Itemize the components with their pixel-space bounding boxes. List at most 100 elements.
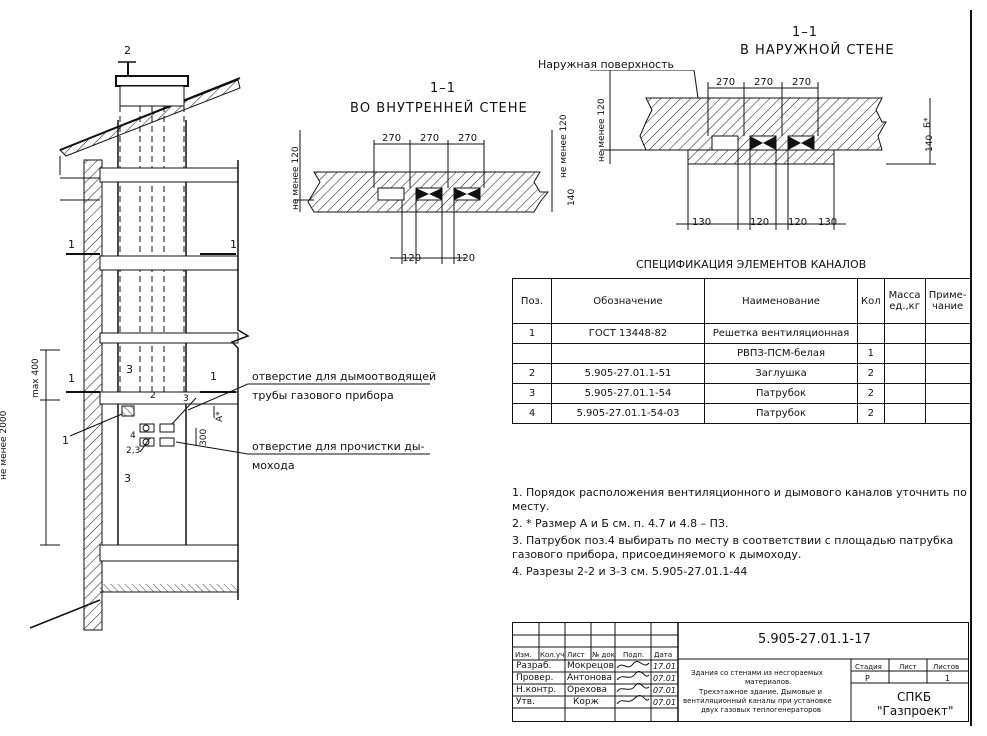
outer-wall [83, 159, 103, 631]
cut-mark-1b: 1 [230, 238, 237, 251]
spec-cell [924, 363, 971, 384]
outer-dim-120-b: 120 [788, 217, 808, 228]
stamp-name-3: Корж [573, 697, 599, 707]
stamp-date-3: 07.01 [653, 698, 676, 707]
outer-section-subtitle: В НАРУЖНОЙ СТЕНЕ [740, 43, 895, 58]
stamp-col-list: Лист [567, 651, 585, 659]
outer-dim-270-b: 270 [754, 77, 774, 88]
callout-4: 4 [130, 431, 136, 441]
spec-cell [551, 343, 705, 364]
stamp-date-2: 07.01 [653, 686, 676, 695]
stamp-col-sign: Подп. [623, 651, 645, 659]
floor-slab-bottom [99, 544, 239, 562]
spec-header-designation: Обозначение [551, 278, 705, 324]
clean-label-1: отверстие для прочистки ды- [252, 440, 425, 453]
org-line-1: СПКБ [897, 690, 932, 704]
desc-line-2: материалов. [745, 678, 792, 686]
outer-dim-130-a: 130 [692, 217, 712, 228]
spec-cell: 2 [857, 363, 885, 384]
spec-cell [883, 383, 926, 404]
note-3: 3. Патрубок поз.4 выбирать по месту в со… [512, 534, 954, 561]
table-row: 3 5.905-27.01.1-54 Патрубок 2 [512, 383, 971, 404]
cut-mark-2: 2 [124, 44, 131, 57]
signatures [616, 660, 650, 705]
spec-cell [883, 403, 926, 424]
dim-a: А* [215, 411, 225, 422]
floor-slab-3 [99, 332, 239, 344]
inner-section-title: 1–1 [430, 81, 457, 96]
org-line-2: "Газпроект" [877, 704, 954, 718]
callout-1: 1 [62, 434, 69, 447]
inner-dim-120-b: 120 [456, 253, 476, 264]
spec-cell: Решетка вентиляционная [704, 323, 858, 344]
spec-cell: ГОСТ 13448-82 [551, 323, 705, 344]
desc-line-5: двух газовых теплогенераторов [701, 706, 821, 714]
table-row: РВПЗ-ПСМ-белая 1 [512, 343, 971, 364]
desc-line-1: Здания со стенами из несгораемых [691, 669, 823, 677]
sheets-header: Листов [933, 663, 960, 671]
inner-side-dim-right: не менее 120 [559, 114, 569, 178]
spec-cell [924, 383, 971, 404]
floor-slab-2 [99, 255, 239, 271]
chimney-cap [115, 75, 189, 87]
spec-cell: 5.905-27.01.1-54-03 [551, 403, 705, 424]
spec-header-mass: Масса ед.,кг [883, 278, 926, 324]
callout-3b: 3 [183, 394, 189, 404]
callout-3: 3 [124, 472, 131, 485]
spec-header-qty: Кол [857, 278, 885, 324]
outer-dim-270-c: 270 [792, 77, 812, 88]
spec-cell: Заглушка [704, 363, 858, 384]
outer-dim-270-a: 270 [716, 77, 736, 88]
table-row: 1 ГОСТ 13448-82 Решетка вентиляционная [512, 323, 971, 344]
cut-mark-1d: 1 [210, 370, 217, 383]
note-2: 2. * Размер А и Б см. п. 4.7 и 4.8 – ПЗ. [512, 517, 729, 530]
spec-cell: 4 [512, 403, 552, 424]
outer-b-mark: Б* [923, 117, 933, 128]
stamp-role-0: Разраб. [516, 661, 552, 671]
dim-min-2000: не менее 2000 [0, 410, 9, 480]
spec-cell: 2 [857, 383, 885, 404]
stamp-col-kol: Кол.уч [540, 651, 565, 659]
spec-header-pos: Поз. [512, 278, 552, 324]
vent-grille [121, 405, 135, 417]
stamp-role-1: Провер. [516, 673, 554, 683]
stamp-role-2: Н.контр. [516, 685, 557, 695]
flue-label-1: отверстие для дымоотводящей [252, 370, 437, 383]
stamp-role-3: Утв. [516, 697, 535, 707]
outer-wall-section [590, 70, 936, 230]
spec-cell: 3 [512, 383, 552, 404]
floor-slab-top [99, 167, 239, 183]
spec-table: Поз. Обозначение Наименование Кол Масса … [512, 278, 971, 424]
spec-cell: 1 [857, 343, 885, 364]
spec-cell [512, 343, 552, 364]
stage-value: Р [865, 674, 870, 683]
stamp-date-1: 07.01 [653, 674, 676, 683]
notes: 1. Порядок расположения вентиляционного … [512, 486, 967, 582]
spec-title: СПЕЦИФИКАЦИЯ ЭЛЕМЕНТОВ КАНАЛОВ [636, 258, 867, 271]
stamp-name-0: Мокрецов [567, 661, 614, 671]
inner-dim-270-a: 270 [382, 133, 402, 144]
stamp-date-0: 17.01 [653, 662, 676, 671]
inner-dim-270-c: 270 [458, 133, 478, 144]
spec-cell [857, 323, 885, 344]
cut-mark-3: 3 [126, 363, 133, 376]
desc-line-3: Трехэтажное здание. Дымовые и [699, 688, 823, 696]
stamp-col-date: Дата [654, 651, 673, 659]
spec-cell: 2 [857, 403, 885, 424]
spec-header-row: Поз. Обозначение Наименование Кол Масса … [512, 278, 971, 324]
outer-thickness: 140 [925, 134, 935, 152]
stamp-col-izm: Изм. [515, 651, 532, 659]
spec-cell: 5.905-27.01.1-51 [551, 363, 705, 384]
note-4: 4. Разрезы 2-2 и 3-3 см. 5.905-27.01.1-4… [512, 565, 748, 578]
spec-cell: 5.905-27.01.1-54 [551, 383, 705, 404]
sheet-header: Лист [899, 663, 917, 671]
spec-cell [883, 343, 926, 364]
stamp-name-1: Антонова [567, 673, 612, 683]
desc-line-4: вентиляционный каналы при установке [683, 697, 832, 705]
drawing-code: 5.905-27.01.1-17 [758, 632, 871, 647]
sheet-border [970, 10, 972, 726]
cut-mark-1c: 1 [68, 372, 75, 385]
stamp-name-2: Орехова [567, 685, 607, 695]
spec-cell: Патрубок [704, 383, 858, 404]
inner-side-dim-left: не менее 120 [291, 146, 301, 210]
